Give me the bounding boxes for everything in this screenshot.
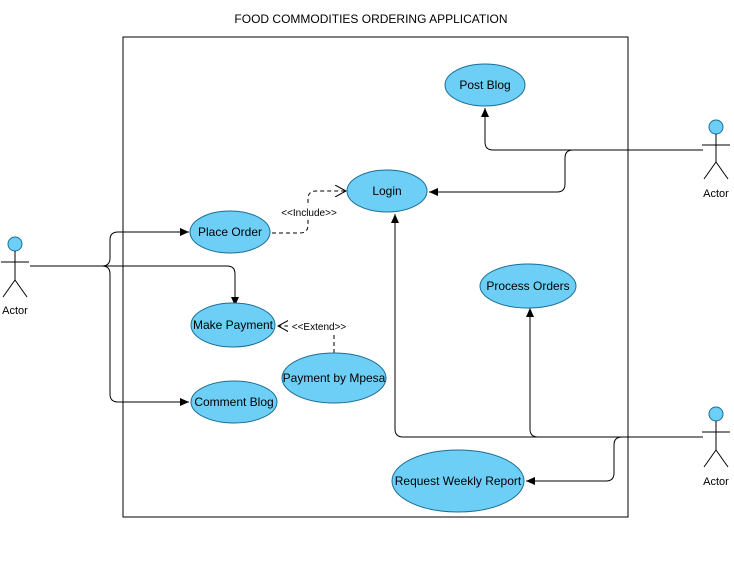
- actor-customer-label: Actor: [2, 305, 28, 317]
- actor-blogger: [702, 119, 730, 180]
- usecase-process-orders: [479, 263, 577, 309]
- actor-blogger-label: Actor: [703, 188, 729, 200]
- actor-admin-label: Actor: [703, 476, 729, 488]
- actor-customer: [1, 236, 29, 298]
- include-label: <<Include>>: [281, 208, 337, 219]
- usecase-request-weekly-report-label: Request Weekly Report: [395, 474, 522, 488]
- usecase-post-blog-label: Post Blog: [459, 78, 510, 92]
- usecase-payment-mpesa-label: Payment by Mpesa: [283, 371, 386, 385]
- usecase-post-blog: [444, 63, 526, 107]
- assoc-customer-place-order: [30, 228, 189, 267]
- system-boundary: [122, 36, 629, 518]
- usecase-login-label: Login: [372, 184, 401, 198]
- usecase-login: [346, 169, 428, 213]
- usecase-process-orders-label: Process Orders: [486, 279, 569, 293]
- assoc-admin-login: [391, 214, 703, 438]
- usecase-make-payment: [190, 302, 276, 348]
- assoc-admin-request-report: [526, 436, 703, 485]
- diagram-title: FOOD COMMODITIES ORDERING APPLICATION: [234, 12, 507, 26]
- assoc-blogger-post-blog: [481, 108, 703, 151]
- usecase-place-order-label: Place Order: [198, 225, 262, 239]
- usecase-payment-mpesa: [281, 352, 387, 404]
- actor-admin: [702, 406, 730, 468]
- assoc-customer-comment-blog: [30, 265, 189, 406]
- include-place-order-login: [272, 191, 346, 234]
- usecase-place-order: [189, 210, 271, 254]
- extend-label: <<Extend>>: [292, 322, 347, 333]
- usecase-comment-blog-label: Comment Blog: [194, 395, 273, 409]
- usecase-comment-blog: [190, 380, 278, 424]
- assoc-blogger-login: [429, 149, 703, 196]
- usecase-make-payment-label: Make Payment: [193, 318, 274, 332]
- usecase-request-weekly-report: [391, 449, 525, 513]
- assoc-customer-make-payment: [30, 265, 239, 306]
- assoc-admin-process-orders: [526, 308, 703, 438]
